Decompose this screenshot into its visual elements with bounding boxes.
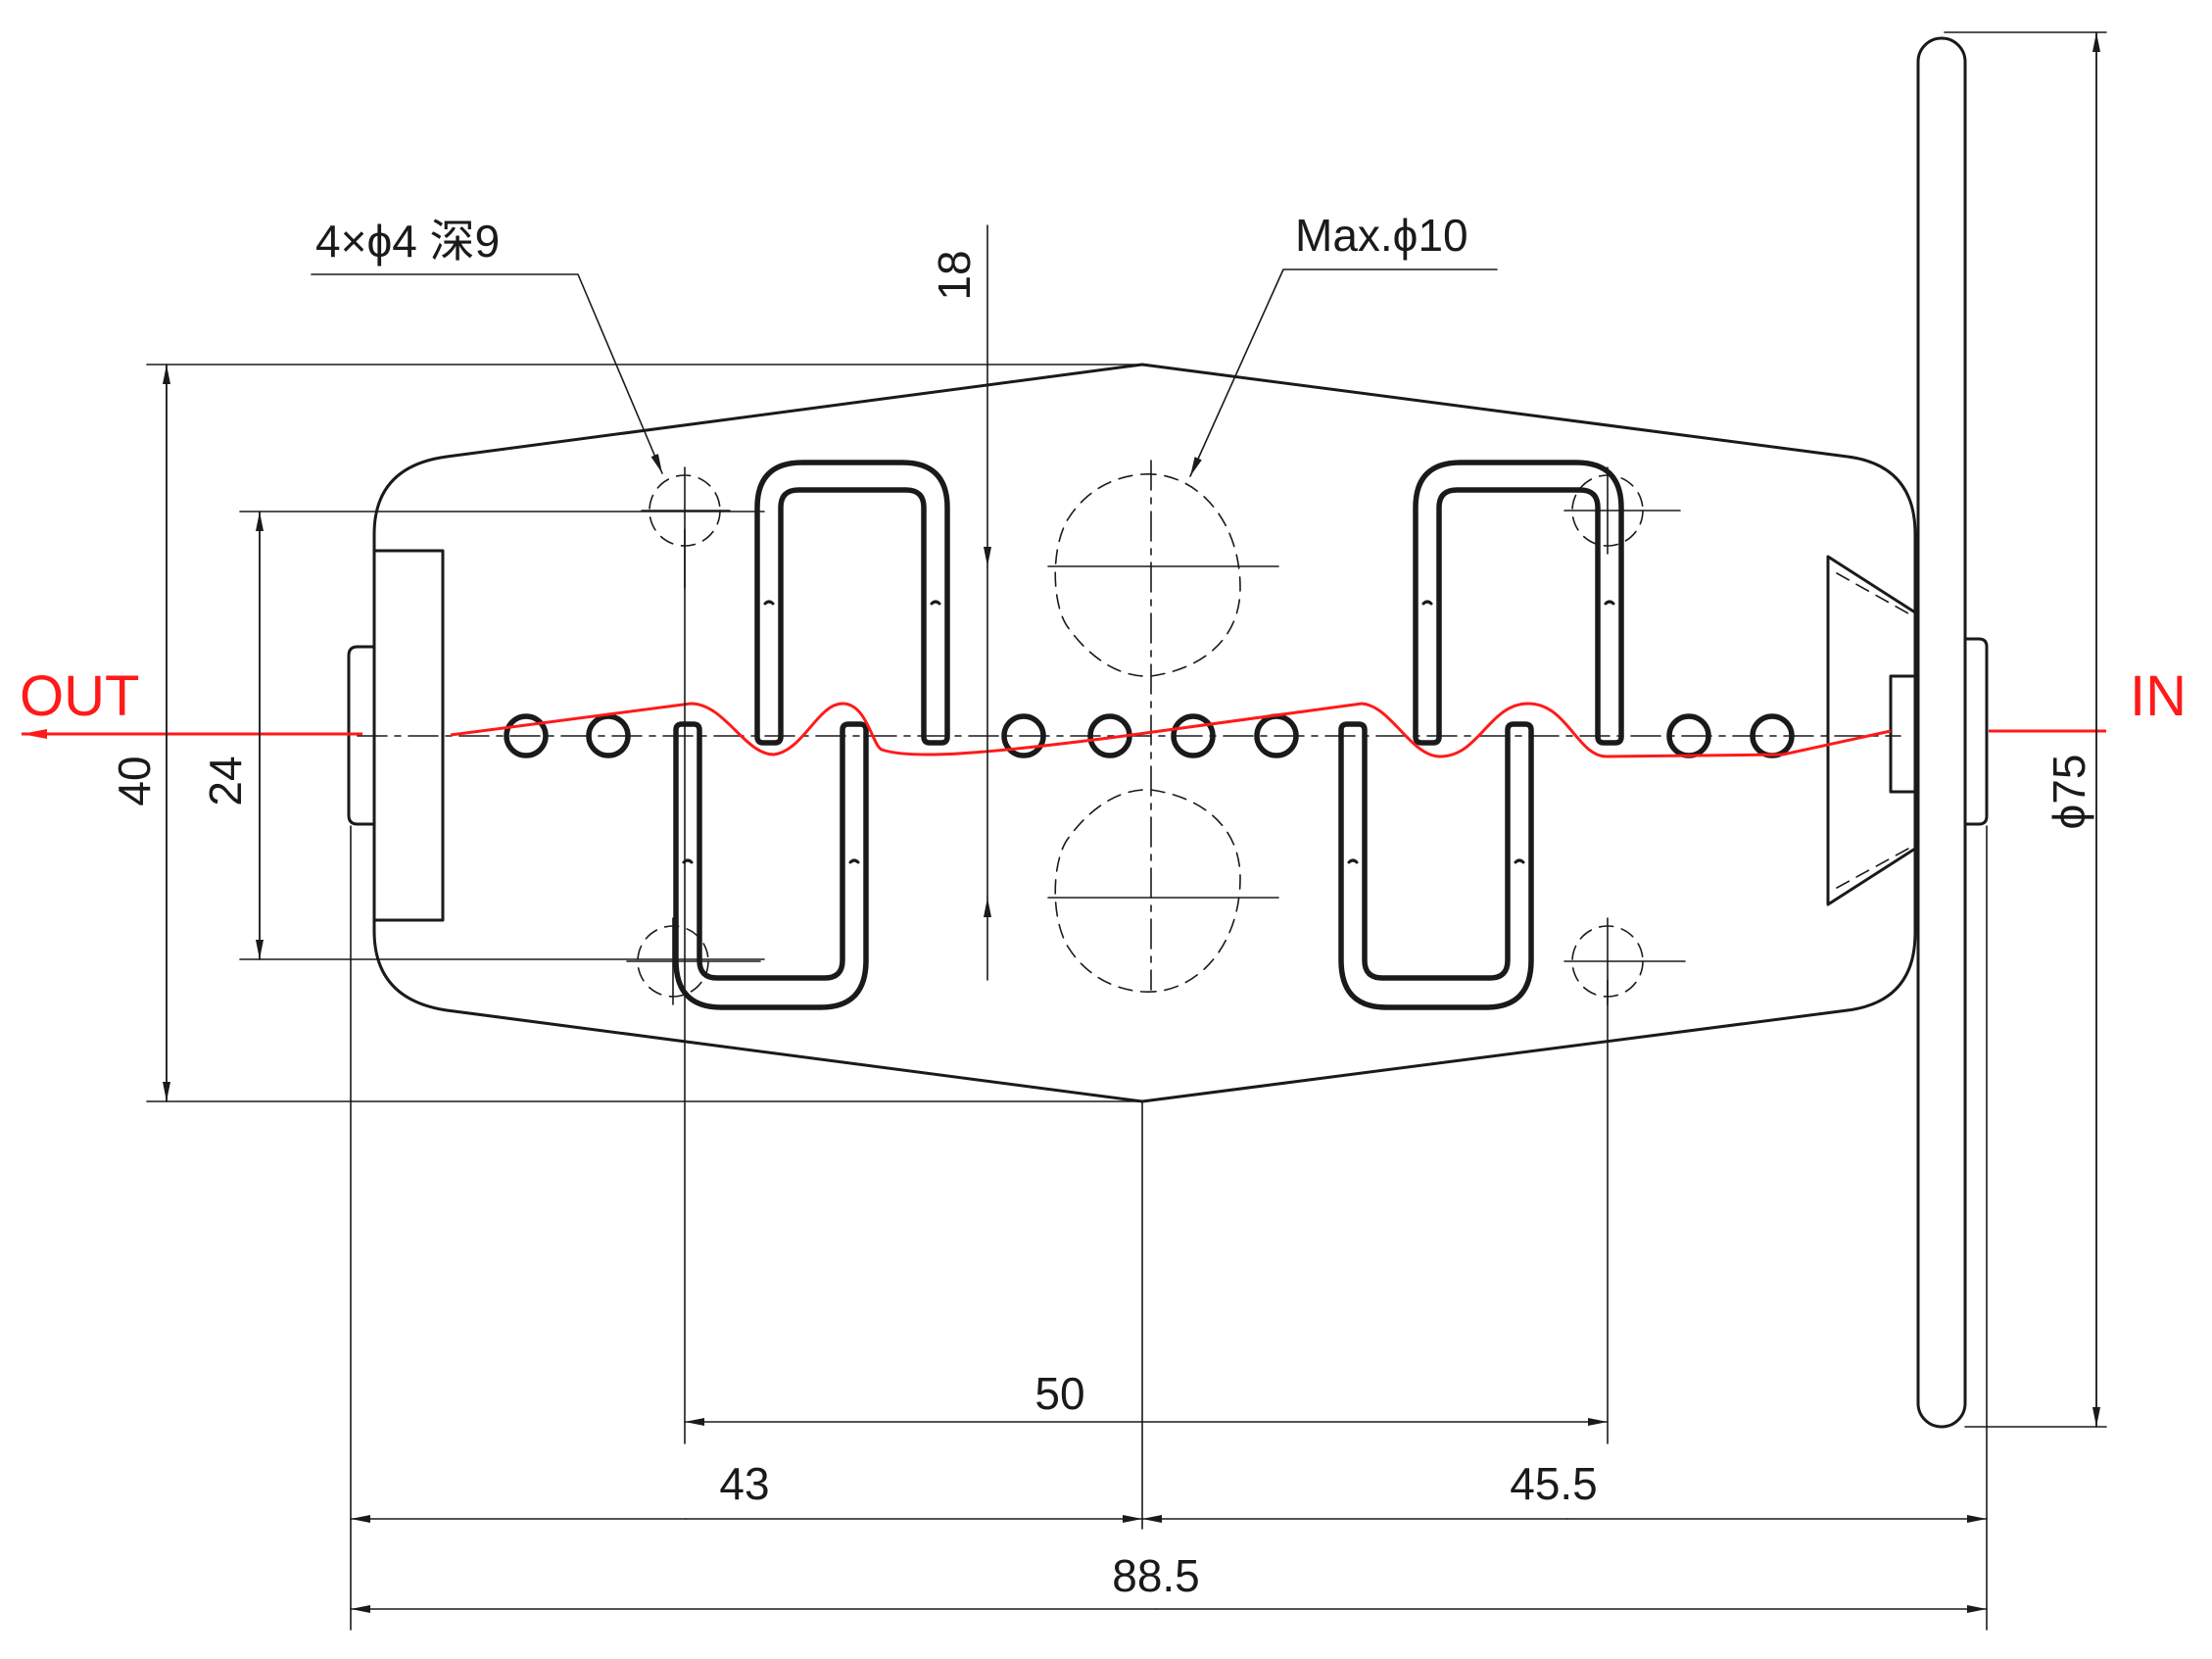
dim-right-length: 45.5 — [1141, 1458, 1988, 1523]
hairpin-lower-left — [673, 721, 869, 1010]
dim-left-length: 43 — [350, 1458, 1143, 1523]
dim-left-length-label: 43 — [719, 1458, 769, 1509]
in-label: IN — [2130, 664, 2187, 728]
dim-overall-height: 40 — [109, 364, 1143, 1102]
dim-diameter-label: ϕ75 — [2044, 755, 2094, 830]
right-connector — [1826, 555, 1920, 906]
max-diameter-callout: Max.ϕ10 — [1189, 210, 1498, 477]
hairpins — [673, 460, 1624, 1010]
dim-slot-span: 24 — [200, 511, 765, 960]
dim-extension-lines — [350, 528, 1988, 1631]
dim-vertical-gap: 18 — [929, 224, 991, 981]
holes-callout-label: 4×ϕ4 深9 — [315, 216, 500, 267]
max-diameter-zones — [1047, 460, 1279, 993]
signal-path — [22, 702, 2106, 758]
dim-overall-height-label: 40 — [109, 756, 160, 805]
out-label: OUT — [20, 664, 139, 728]
dim-overall-length: 88.5 — [350, 1550, 1988, 1613]
hairpin-upper-right — [1413, 460, 1624, 746]
dim-hole-pitch-label: 50 — [1034, 1368, 1084, 1419]
dim-right-length-label: 45.5 — [1510, 1458, 1598, 1509]
hairpin-lower-right — [1338, 721, 1534, 1010]
dim-vertical-gap-label: 18 — [929, 250, 980, 300]
dim-diameter: ϕ75 — [1944, 31, 2107, 1428]
dim-slot-span-label: 24 — [200, 756, 251, 805]
flange-disc — [1916, 36, 1989, 1429]
mounting-holes — [626, 466, 1686, 1005]
hairpin-upper-left — [754, 460, 950, 746]
max-diameter-callout-label: Max.ϕ10 — [1295, 210, 1468, 261]
dim-hole-pitch: 50 — [684, 1368, 1609, 1426]
holes-callout: 4×ϕ4 深9 — [311, 216, 663, 474]
dim-overall-length-label: 88.5 — [1112, 1550, 1200, 1601]
